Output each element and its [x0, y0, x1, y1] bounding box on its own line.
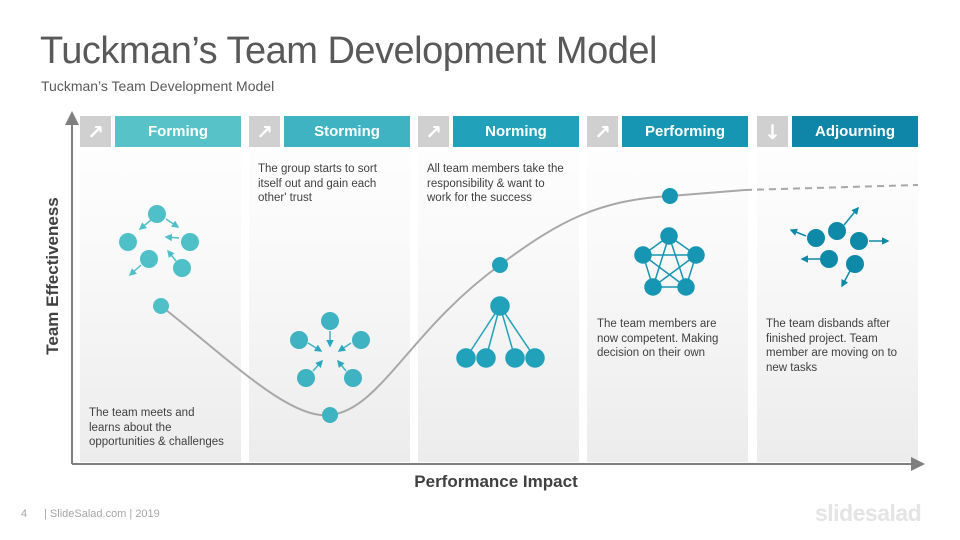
stage-description-forming: The team meets and learns about the oppo…	[89, 406, 224, 450]
desc-line: itself out and gain each	[258, 177, 377, 190]
footer-text: | SlideSalad.com | 2019	[44, 508, 160, 520]
page-subtitle: Tuckman’s Team Development Model	[41, 78, 275, 94]
adjourning-dispersing-icon	[789, 206, 890, 288]
curve-point-forming	[153, 298, 169, 314]
desc-line: other' trust	[258, 192, 312, 204]
desc-line: The team members are	[597, 318, 717, 330]
stage-column-storming: ↗ Storming	[249, 116, 410, 462]
stage-label-norming: Norming	[453, 116, 579, 147]
norming-hierarchy-icon	[456, 296, 545, 368]
arrow-up-right-icon: ↗	[249, 116, 280, 147]
stage-description-adjourning: The team disbands after finished project…	[766, 317, 897, 375]
brand-logo: slidesalad	[815, 500, 922, 526]
effectiveness-curve-dashed	[744, 184, 919, 191]
stage-header-forming: ↗ Forming	[80, 116, 241, 147]
curve-point-storming	[322, 407, 338, 423]
stage-column-adjourning: ↓ Adjourning	[757, 116, 918, 462]
forming-group-icon	[119, 205, 199, 277]
page-title: Tuckman’s Team Development Model	[40, 30, 657, 72]
storming-group-icon	[290, 312, 370, 387]
curve-point-performing	[662, 188, 678, 204]
stage-label-adjourning: Adjourning	[792, 116, 918, 147]
performing-network-icon	[634, 227, 705, 296]
desc-line: new tasks	[766, 361, 818, 374]
stage-label-performing: Performing	[622, 116, 748, 147]
arrow-up-right-icon: ↗	[80, 116, 111, 147]
effectiveness-curve	[160, 189, 746, 417]
stage-header-performing: ↗ Performing	[587, 116, 748, 147]
arrow-up-right-icon: ↗	[587, 116, 618, 147]
stage-label-storming: Storming	[284, 116, 410, 147]
stage-header-norming: ↗ Norming	[418, 116, 579, 147]
desc-line: now competent. Making	[597, 332, 719, 345]
curve-point-norming	[492, 257, 508, 273]
stage-column-performing: ↗ Performing	[587, 116, 748, 462]
y-axis-label: Team Effectiveness	[43, 197, 62, 355]
desc-line: The team meets and	[89, 407, 195, 419]
arrow-up-right-icon: ↗	[418, 116, 449, 147]
stage-column-forming: ↗ Forming	[80, 116, 241, 462]
stage-label-forming: Forming	[115, 116, 241, 147]
stage-header-storming: ↗ Storming	[249, 116, 410, 147]
stage-description-storming: The group starts to sort itself out and …	[258, 162, 377, 206]
desc-line: finished project. Team	[766, 332, 878, 345]
desc-line: member are moving on to	[766, 347, 898, 359]
desc-line: All team members take the	[427, 163, 564, 175]
desc-line: The team disbands after	[766, 318, 891, 330]
stage-header-adjourning: ↓ Adjourning	[757, 116, 918, 147]
desc-line: decision on their own	[597, 347, 706, 359]
desc-line: work for the success	[427, 192, 532, 204]
desc-line: responsibility & want to	[427, 177, 545, 190]
desc-line: learns about the	[89, 421, 172, 434]
x-axis-label: Performance Impact	[414, 472, 578, 491]
page-number: 4	[21, 508, 28, 520]
desc-line: opportunities & challenges	[89, 436, 224, 448]
arrow-down-icon: ↓	[757, 116, 788, 147]
stage-description-norming: All team members take the responsibility…	[427, 162, 564, 206]
desc-line: The group starts to sort	[258, 163, 377, 175]
stage-column-norming: ↗ Norming	[418, 116, 579, 462]
stage-description-performing: The team members are now competent. Maki…	[597, 317, 718, 361]
